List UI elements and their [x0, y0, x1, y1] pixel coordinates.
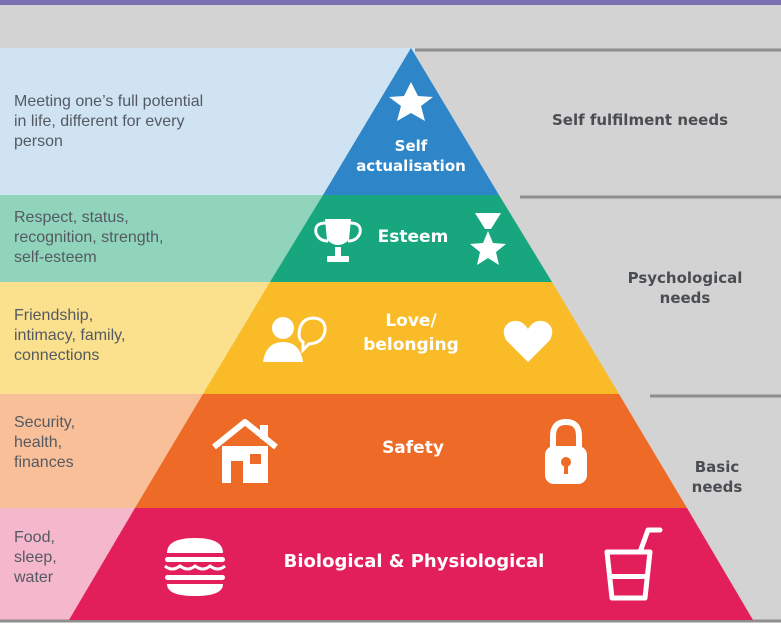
header-grey-band: [0, 5, 781, 48]
padlock-icon: [545, 418, 587, 484]
top-accent-bar: [0, 0, 781, 5]
burger-icon: [164, 538, 226, 596]
label-self-actualisation: Self actualisation: [356, 137, 466, 175]
description-love-belonging: Friendship, intimacy, family, connection…: [14, 307, 126, 364]
category-self-fulfilment: Self fulfilment needs: [551, 111, 729, 129]
award-medal-icon: [470, 213, 506, 265]
trophy-icon: [314, 219, 362, 262]
category-basic: Basic needs: [691, 458, 743, 496]
label-esteem: Esteem: [377, 227, 449, 247]
label-love-belonging: Love/ belonging: [363, 311, 459, 355]
person-speech-icon: [263, 316, 327, 362]
tier-self-actualisation: [323, 48, 499, 195]
category-psychological: Psychological needs: [627, 269, 743, 307]
tier-biological: [69, 508, 753, 620]
description-self-actualisation: Meeting one’s full potential in life, di…: [14, 93, 204, 150]
label-biological: Biological & Physiological: [283, 551, 545, 572]
drink-cup-icon: [604, 527, 663, 601]
tier-love-belonging: [203, 282, 619, 394]
star-icon: [389, 82, 433, 121]
description-biological: Food, sleep, water: [14, 529, 57, 586]
description-safety: Security, health, finances: [14, 414, 76, 471]
description-esteem: Respect, status, recognition, strength, …: [14, 209, 164, 266]
house-icon: [212, 419, 278, 483]
heart-icon: [503, 320, 553, 362]
label-safety: Safety: [382, 438, 444, 458]
